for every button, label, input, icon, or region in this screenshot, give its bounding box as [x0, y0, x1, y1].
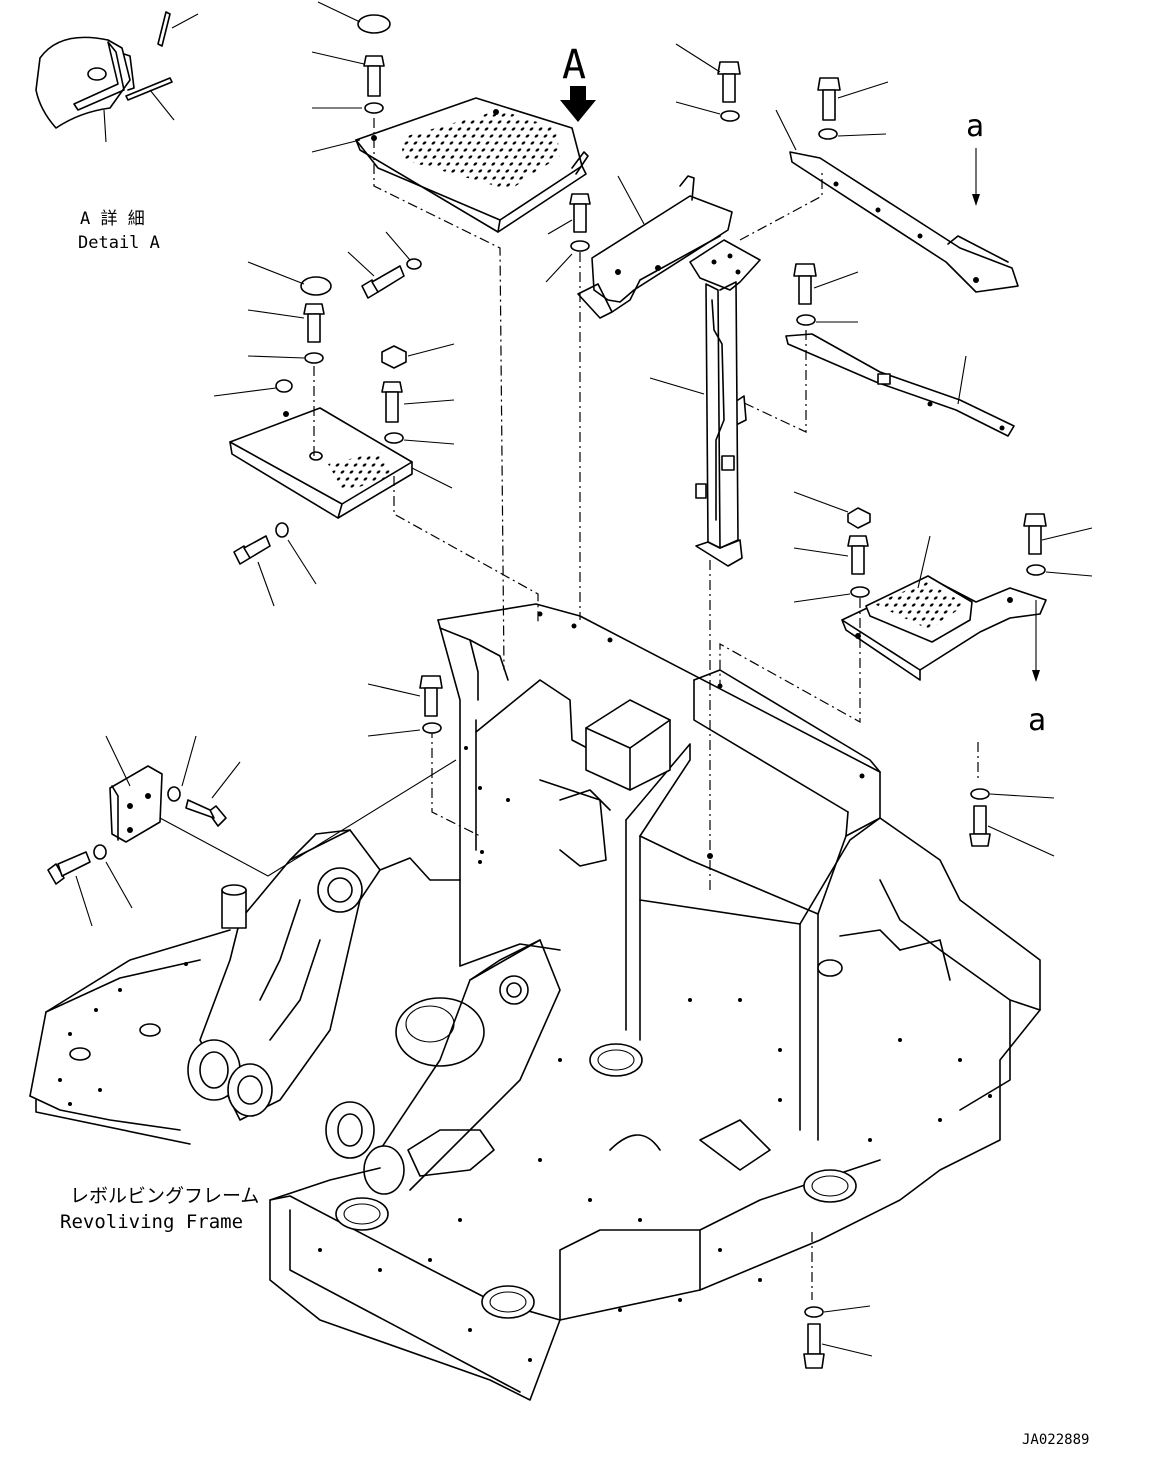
section-label-a-top: a: [966, 109, 984, 144]
left-bracket-assembly: [47, 735, 241, 927]
bolt-icon: [233, 535, 271, 565]
right-mid-rail: [785, 263, 1015, 437]
washer-icon: [570, 240, 590, 252]
bolt-icon: [817, 77, 841, 121]
bolt-icon: [185, 799, 227, 827]
bolt-icon: [303, 303, 325, 343]
perforation-pattern: [400, 110, 560, 190]
drawing-code: JA022889: [1022, 1432, 1089, 1448]
washer-icon: [422, 722, 442, 734]
washer-icon: [970, 788, 990, 800]
bolt-icon: [803, 1323, 825, 1369]
top-right-fasteners: [675, 43, 889, 140]
cap-plug: [275, 379, 293, 393]
washer-icon: [275, 522, 289, 538]
washer-icon: [796, 314, 816, 326]
left-step-cover: [213, 261, 453, 607]
washer-icon: [304, 352, 324, 364]
frame-label-jp: レボルビングフレーム: [70, 1185, 259, 1207]
top-right-rail: a: [775, 109, 1019, 293]
assembly-lines: [159, 118, 979, 1300]
washer-icon: [384, 432, 404, 444]
washer-icon: [850, 586, 870, 598]
bolt-icon: [361, 265, 405, 299]
cap-plug: [300, 276, 332, 296]
bolt-icon: [569, 193, 591, 233]
bolt-icon: [363, 55, 385, 97]
washer-icon: [364, 102, 384, 114]
bolt-icon: [381, 381, 403, 423]
pin-boss: [187, 1039, 405, 1195]
bolt-icon: [847, 535, 869, 575]
bolt-icon: [1023, 513, 1047, 555]
washer-icon: [167, 786, 181, 802]
vertical-post: [649, 239, 761, 567]
center-fasteners: [381, 343, 455, 445]
washer-icon: [1026, 564, 1046, 576]
bolt-icon: [969, 805, 991, 847]
bolt-icon: [717, 61, 741, 103]
revolving-frame: レボルビングフレーム Revoliving Frame: [29, 603, 1041, 1401]
frame-label-en: Revoliving Frame: [60, 1211, 243, 1233]
cap-plug: [357, 14, 391, 34]
washer-icon: [93, 844, 107, 860]
washer-icon: [720, 110, 740, 122]
right-side-fasteners: [803, 788, 1055, 1369]
bolt-icon: [47, 851, 91, 885]
view-arrow-a: A: [560, 42, 596, 122]
detail-label-en: Detail A: [78, 233, 160, 253]
washer-icon: [818, 128, 838, 140]
bolt-icon: [419, 675, 443, 717]
frame-center-fasteners: [367, 675, 443, 737]
washer-icon: [804, 1306, 824, 1318]
detail-a-view: A 詳 細 Detail A: [35, 11, 199, 253]
nut-icon: [381, 345, 407, 369]
view-label-a: A: [562, 42, 586, 88]
washer-icon: [406, 258, 422, 270]
right-step-cover: a: [793, 491, 1093, 738]
bolt-icon: [793, 263, 817, 305]
deck-rivets: [58, 611, 992, 1362]
detail-label-jp: A 詳 細: [80, 209, 145, 229]
top-perforated-cover: [311, 1, 589, 299]
nut-icon: [847, 507, 871, 529]
center-bracket: [545, 175, 733, 319]
section-label-a-bottom: a: [1028, 703, 1046, 738]
